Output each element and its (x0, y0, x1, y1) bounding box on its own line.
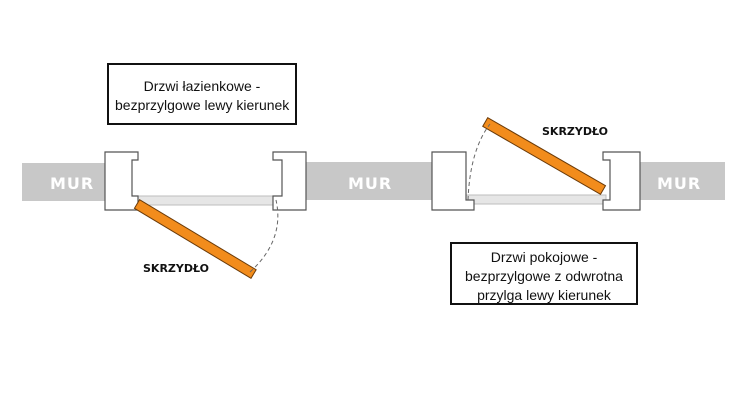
threshold-right (465, 194, 607, 205)
leaf-label-right: SKRZYDŁO (542, 125, 608, 138)
caption-left-line-1: Drzwi łazienkowe - (143, 78, 261, 94)
caption-right-line-1: Drzwi pokojowe - (490, 249, 598, 265)
wall-labels: MUR MUR MUR (50, 174, 701, 193)
caption-right-line-2: bezprzylgowe z odwrotna (465, 268, 623, 284)
wall-label-right: MUR (657, 174, 701, 193)
swing-arc-right (467, 123, 491, 201)
frame-left-b (272, 151, 307, 211)
frame-right-a (431, 151, 475, 211)
swing-arc-left (249, 199, 279, 273)
caption-box-right: Drzwi pokojowe - bezprzylgowe z odwrotna… (450, 242, 638, 305)
threshold-left (134, 195, 276, 206)
wall-label-left: MUR (50, 174, 94, 193)
wall-label-middle: MUR (348, 174, 392, 193)
caption-box-left: Drzwi łazienkowe - bezprzylgowe lewy kie… (107, 63, 297, 125)
door-leaf-right (482, 116, 607, 196)
wall-right (630, 162, 725, 200)
frames (104, 151, 641, 211)
frame-right-b (602, 151, 641, 211)
frame-left-a (104, 151, 139, 211)
leaf-label-left: SKRZYDŁO (143, 262, 209, 275)
door-leaf-left (133, 199, 257, 280)
leaf-labels: SKRZYDŁO SKRZYDŁO (143, 125, 608, 275)
caption-right-line-3: przylga lewy kierunek (477, 287, 611, 303)
caption-left-line-2: bezprzylgowe lewy kierunek (115, 97, 290, 113)
